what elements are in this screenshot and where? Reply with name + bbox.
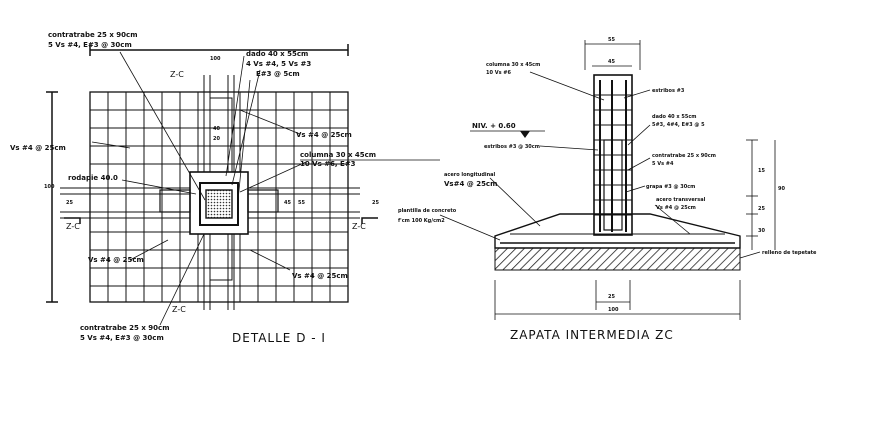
vs-top-right-label: Vs #4 @ 25cm (296, 131, 352, 139)
cut-markers (46, 44, 378, 303)
column-stirrups (594, 94, 632, 216)
zc-top-label: Z-C (170, 70, 184, 79)
dim-top-100: 100 (210, 56, 221, 62)
dim-25-right: 25 (372, 200, 379, 206)
plantilla-label: plantilla de concreto (398, 208, 457, 214)
rodapie-box (159, 189, 191, 213)
bottom-beam-rebar: 5 Vs #4, E#3 @ 30cm (80, 334, 164, 342)
acero-long-label: acero longitudinal (444, 172, 496, 178)
dado-rebar: 4 Vs #4, 5 Vs #3 (246, 60, 311, 68)
rodapie-label: rodapie 40.0 (68, 174, 118, 182)
bottom-dimensions (494, 280, 741, 320)
dim-right-25: 25 (758, 206, 765, 212)
acero-trans-label: acero transversal (656, 197, 706, 203)
dado-bottom-box (209, 233, 233, 281)
right-dimensions (746, 139, 776, 250)
column-section-rebar: 10 Vs #6 (486, 70, 511, 76)
dim-40: 40 (213, 126, 220, 132)
zc-left-label: Z-C (66, 222, 80, 231)
dim-45-right: 45 (608, 59, 615, 65)
column-anchor (603, 139, 623, 231)
section-zapata-intermedia: 55 45 (398, 37, 817, 342)
contratrabe-section-label: contratrabe 25 x 90cm (652, 153, 716, 159)
footing-outline (89, 91, 349, 303)
right-title: ZAPATA INTERMEDIA ZC (510, 328, 674, 342)
column-section-label: columna 30 x 45cm (486, 62, 540, 68)
rodapie-box-right (247, 189, 279, 213)
column-rebars (599, 80, 627, 232)
dado-label: dado 40 x 55cm (246, 50, 308, 58)
dim-bottom-25: 25 (608, 294, 615, 300)
left-title: DETALLE D - I (232, 331, 326, 345)
level-marker (520, 131, 530, 138)
dim-100-left: 100 (44, 184, 55, 190)
rebar-grid (90, 92, 348, 302)
dado-section-rebar: 5#3, 4#4, E#3 @ 5 (652, 122, 705, 128)
column-label: columna 30 x 45cm (300, 151, 376, 159)
dado-section-label: dado 40 x 55cm (652, 114, 697, 120)
top-beam-rebar: 5 Vs #4, E#3 @ 30cm (48, 41, 132, 49)
acero-long-rebar: Vs#4 @ 25cm (444, 180, 497, 188)
plan-detail-d1: contratrabe 25 x 90cm 5 Vs #4, E#3 @ 30c… (10, 31, 440, 345)
column-rebar: 10 Vs #6, E#3 (300, 160, 356, 168)
zc-right-label: Z-C (352, 222, 366, 231)
vs-bottom-right-label: Vs #4 @ 25cm (292, 272, 348, 280)
column-core (205, 189, 233, 219)
dim-right-30: 30 (758, 228, 765, 234)
relleno-label: relleno de tepetate (762, 250, 817, 256)
plantilla-spec: f'cm 100 Kg/cm2 (398, 218, 445, 224)
dim-bottom-100: 100 (608, 307, 619, 313)
leader-lines (91, 51, 440, 326)
grapa-label: grapa #3 @ 30cm (646, 184, 695, 190)
dim-top-55: 55 (608, 37, 615, 43)
level-label: NIV. + 0.60 (472, 122, 516, 130)
zc-bottom-label: Z-C (172, 305, 186, 314)
bottom-beam-label: contratrabe 25 x 90cm (80, 324, 170, 332)
top-beam-label: contratrabe 25 x 90cm (48, 31, 138, 39)
dim-right-15: 15 (758, 168, 765, 174)
dado-stirrups: E#3 @ 5cm (256, 70, 300, 78)
acero-trans-rebar: Vs #4 @ 25cm (656, 205, 696, 211)
estribos-spacing-label: estribos #3 @ 30cm (484, 144, 540, 150)
vs-left-label: Vs #4 @ 25cm (10, 144, 66, 152)
dim-20: 20 (213, 136, 220, 142)
estribos-label: estribos #3 (652, 88, 685, 94)
dim-25-left: 25 (66, 200, 73, 206)
vs-bottom-left-label: Vs #4 @ 25cm (88, 256, 144, 264)
dim-55: 55 (298, 200, 305, 206)
soil-fill (494, 247, 741, 271)
dado-top-box (209, 97, 233, 173)
section-leaders (439, 71, 761, 259)
dim-right-90: 90 (778, 186, 785, 192)
dim-45: 45 (284, 200, 291, 206)
contratrabe-section-rebar: 5 Vs #4 (652, 161, 674, 167)
top-dimensions (584, 40, 641, 70)
